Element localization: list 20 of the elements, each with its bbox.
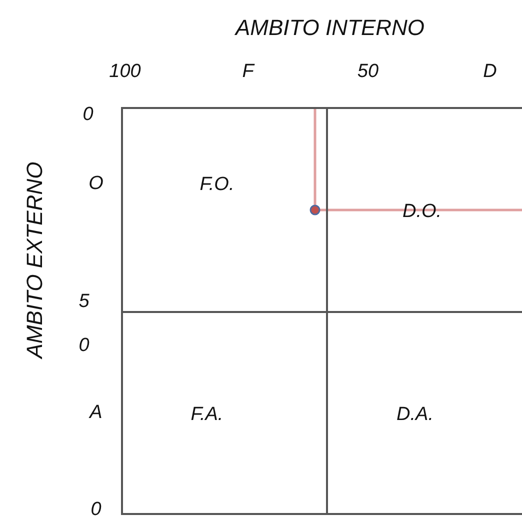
quadrant-label: D.A. (396, 404, 434, 426)
quadrant-label: F.O. (200, 174, 234, 196)
axis-tick: 0 (78, 335, 90, 357)
quadrant-cell (326, 311, 522, 515)
quadrant-label: D.O. (402, 201, 442, 223)
axis-tick: D (483, 61, 497, 83)
quadrant-cell (121, 311, 327, 515)
quadrant-label: F.A. (190, 404, 224, 426)
axis-tick: 5 (78, 291, 90, 313)
axis-tick: O (88, 173, 104, 195)
axis-tick: A (90, 402, 102, 424)
axis-tick: 0 (90, 499, 102, 521)
axis-title: AMBITO EXTERNO (22, 162, 48, 358)
quadrant-cell (121, 107, 327, 312)
axis-title: AMBITO INTERNO (235, 15, 425, 41)
axis-tick: 100 (109, 61, 141, 83)
quadrant-cell (326, 107, 522, 312)
axis-tick: 50 (357, 61, 379, 83)
axis-tick: 0 (82, 104, 94, 126)
axis-tick: F (242, 61, 254, 83)
